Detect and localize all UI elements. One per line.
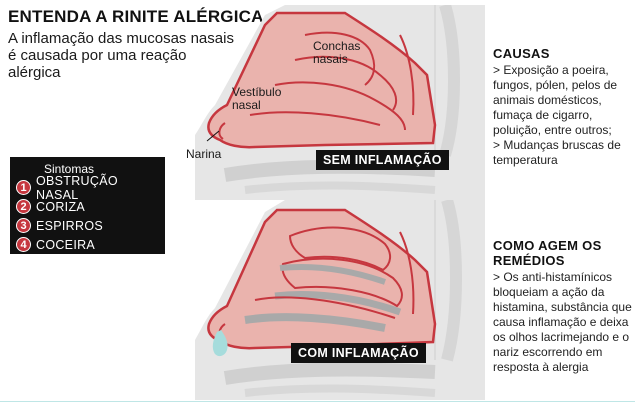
swollen-concha	[281, 257, 403, 308]
remedies-section: COMO AGEM OS REMÉDIOS > Os anti-histamín…	[493, 238, 633, 375]
tag-sem-inflamacao: SEM INFLAMAÇÃO	[316, 150, 449, 170]
symptom-label: ESPIRROS	[36, 218, 103, 233]
nose-diagram-inflamed	[195, 200, 485, 400]
symptom-item: 4 COCEIRA	[16, 235, 159, 254]
symptom-label: OBSTRUÇÃO NASAL	[36, 173, 118, 202]
label-conchas: Conchas nasais	[313, 39, 361, 66]
symptoms-box: Sintomas 1 OBSTRUÇÃO NASAL 2 CORIZA 3 ES…	[10, 157, 165, 254]
remedies-heading: COMO AGEM OS REMÉDIOS	[493, 238, 602, 268]
tag-com-inflamacao: COM INFLAMAÇÃO	[291, 343, 426, 363]
causes-text-1: > Exposição a poeira, fungos, pólen, pel…	[493, 63, 618, 137]
causes-text-2: > Mudanças bruscas de temperatura	[493, 138, 621, 167]
symptom-label: CORIZA	[36, 199, 86, 214]
symptom-number-badge: 2	[16, 199, 31, 214]
symptom-number-badge: 4	[16, 237, 31, 252]
swollen-concha	[288, 226, 391, 272]
symptom-number-badge: 3	[16, 218, 31, 233]
symptoms-heading: Sintomas	[44, 162, 95, 176]
mucus-drip	[212, 330, 228, 357]
causes-heading: CAUSAS	[493, 46, 550, 61]
remedies-text: > Os anti-histamínicos bloqueiam a ação …	[493, 270, 632, 374]
label-narina: Narina	[186, 147, 222, 161]
symptom-item: 2 CORIZA	[16, 197, 159, 216]
label-vestibulo: Vestíbulo nasal	[232, 85, 282, 112]
symptom-item: 3 ESPIRROS	[16, 216, 159, 235]
symptom-label: COCEIRA	[36, 237, 96, 252]
causes-section: CAUSAS > Exposição a poeira, fungos, pól…	[493, 46, 633, 168]
bottom-divider	[0, 401, 635, 402]
page-subtitle: A inflamação das mucosas nasais é causad…	[8, 30, 234, 81]
page-title: ENTENDA A RINITE ALÉRGICA	[8, 7, 264, 26]
symptom-item: 1 OBSTRUÇÃO NASAL	[16, 174, 159, 202]
symptom-number-badge: 1	[16, 180, 31, 195]
